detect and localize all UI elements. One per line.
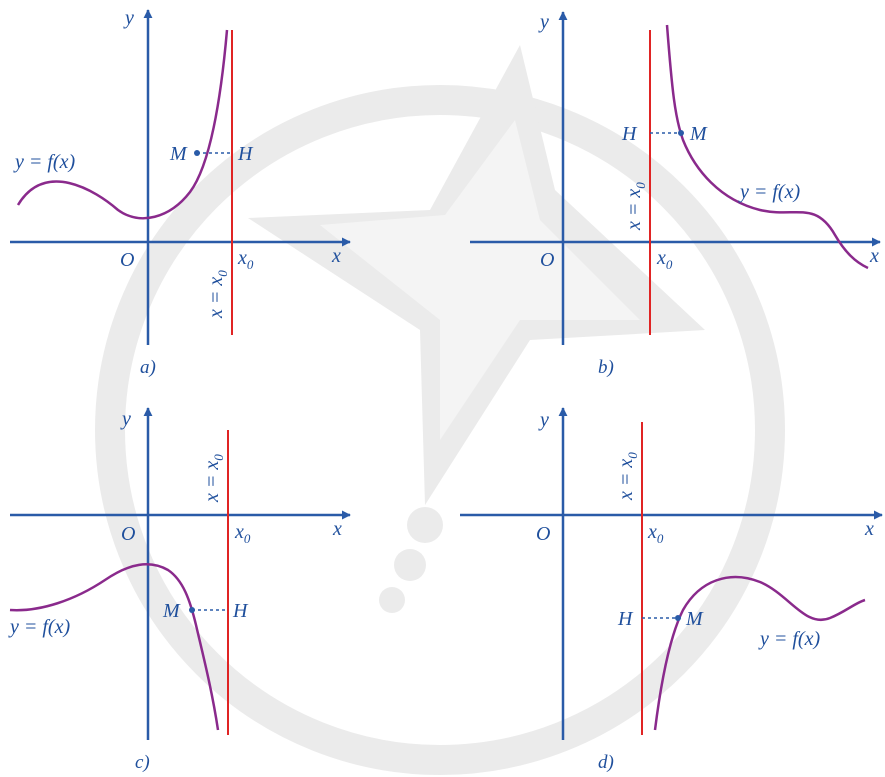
watermark-heart-1: [407, 507, 443, 543]
panel-caption: a): [140, 357, 156, 378]
asymptote-label-base: x = x: [615, 459, 637, 501]
y-axis-label: y: [120, 408, 131, 430]
x0-base: x: [647, 521, 657, 543]
y-axis-label: y: [123, 7, 134, 29]
x0-tick-label: x0: [234, 521, 251, 546]
watermark-logo: [95, 45, 785, 775]
function-label: y = f(x): [758, 628, 820, 650]
function-curve: [653, 575, 866, 731]
origin-label: O: [540, 249, 554, 271]
function-curve: [16, 29, 229, 220]
point-m: [675, 615, 681, 621]
asymptote-label-subscript: 0: [211, 454, 226, 461]
point-m-label: M: [162, 600, 181, 622]
origin-label: O: [120, 249, 134, 271]
x0-tick-label: x0: [237, 247, 254, 272]
x0-base: x: [237, 247, 247, 269]
function-label: y = f(x): [738, 181, 800, 203]
x0-subscript: 0: [244, 531, 251, 546]
asymptote-label: x = x0: [205, 270, 230, 319]
x-axis-label: x: [864, 518, 874, 540]
point-m-label: M: [689, 123, 708, 145]
watermark-heart-2: [394, 549, 426, 581]
panel-caption: c): [135, 752, 150, 773]
asymptote-label: x = x0: [615, 452, 640, 501]
function-curve: [9, 563, 220, 731]
panel-a: y x O x0 M H y = f(x) x = x0 a): [10, 7, 351, 378]
asymptote-label-base: x = x: [201, 461, 223, 503]
watermark-heart-3: [379, 587, 405, 613]
x0-tick-label: x0: [656, 247, 673, 272]
function-label: y = f(x): [8, 616, 70, 638]
x-axis-label: x: [869, 245, 879, 267]
asymptote-label-base: x = x: [205, 277, 227, 319]
asymptote-label: x = x0: [623, 182, 648, 231]
panel-caption: d): [598, 752, 614, 773]
x-axis-label: x: [331, 245, 341, 267]
asymptote-label-subscript: 0: [633, 182, 648, 189]
point-m-label: M: [169, 143, 188, 165]
asymptote-label-base: x = x: [623, 189, 645, 231]
asymptote-label: x = x0: [201, 454, 226, 503]
x0-tick-label: x0: [647, 521, 664, 546]
point-m: [678, 130, 684, 136]
panel-b: y x O x0 H M y = f(x) x = x0 b): [470, 11, 881, 378]
point-h-label: H: [617, 608, 634, 630]
point-m: [194, 150, 200, 156]
asymptote-label-subscript: 0: [625, 452, 640, 459]
x0-subscript: 0: [657, 531, 664, 546]
function-label: y = f(x): [13, 151, 75, 173]
x-axis-label: x: [332, 518, 342, 540]
x0-base: x: [234, 521, 244, 543]
x0-subscript: 0: [666, 257, 673, 272]
asymptote-label-subscript: 0: [215, 270, 230, 277]
point-m-label: M: [685, 608, 704, 630]
watermark-inner-star: [320, 120, 640, 440]
point-h-label: H: [232, 600, 249, 622]
y-axis-label: y: [538, 409, 549, 431]
point-h-label: H: [621, 123, 638, 145]
watermark-ring: [95, 85, 785, 775]
function-curve: [665, 24, 869, 270]
point-h-label: H: [237, 143, 254, 165]
panel-c: y x O x0 M H y = f(x) x = x0 c): [8, 407, 351, 773]
point-m: [189, 607, 195, 613]
panel-d: y x O x0 H M y = f(x) x = x0 d): [460, 407, 883, 773]
x0-subscript: 0: [247, 257, 254, 272]
y-axis-label: y: [538, 11, 549, 33]
origin-label: O: [121, 523, 135, 545]
x0-base: x: [656, 247, 666, 269]
origin-label: O: [536, 523, 550, 545]
panel-caption: b): [598, 357, 614, 378]
